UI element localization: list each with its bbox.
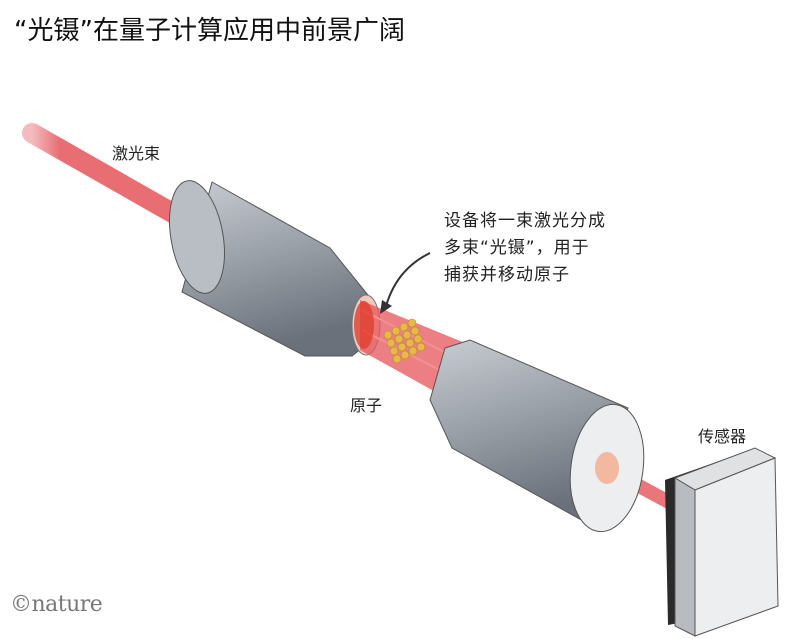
atom <box>389 346 399 356</box>
atom <box>399 322 409 332</box>
laser-beam-label: 激光束 <box>112 144 161 163</box>
sensor-box <box>665 447 779 637</box>
atoms-label: 原子 <box>350 396 383 415</box>
objective-lens-left <box>169 180 381 357</box>
nature-credit: ©nature <box>10 592 103 617</box>
device-annotation: 设备将一束激光分成 多束“光镊”，用于 捕获并移动原子 <box>444 211 606 285</box>
atom <box>416 342 426 352</box>
atom <box>408 346 418 356</box>
atom <box>391 326 401 336</box>
sensor-label: 传感器 <box>698 427 747 446</box>
atom <box>402 330 412 340</box>
atom <box>407 318 417 328</box>
atom <box>413 334 423 344</box>
atom <box>383 330 393 340</box>
objective-lens-right <box>429 339 645 533</box>
atom <box>394 334 404 344</box>
atom <box>405 338 415 348</box>
atom <box>397 342 407 352</box>
annotation-arrow <box>384 252 431 311</box>
page-title: “光镊”在量子计算应用中前景广阔 <box>14 16 405 46</box>
atom <box>392 354 402 364</box>
atom <box>410 326 420 336</box>
atom <box>386 338 396 348</box>
atom-array <box>383 318 426 364</box>
atom <box>400 350 410 360</box>
